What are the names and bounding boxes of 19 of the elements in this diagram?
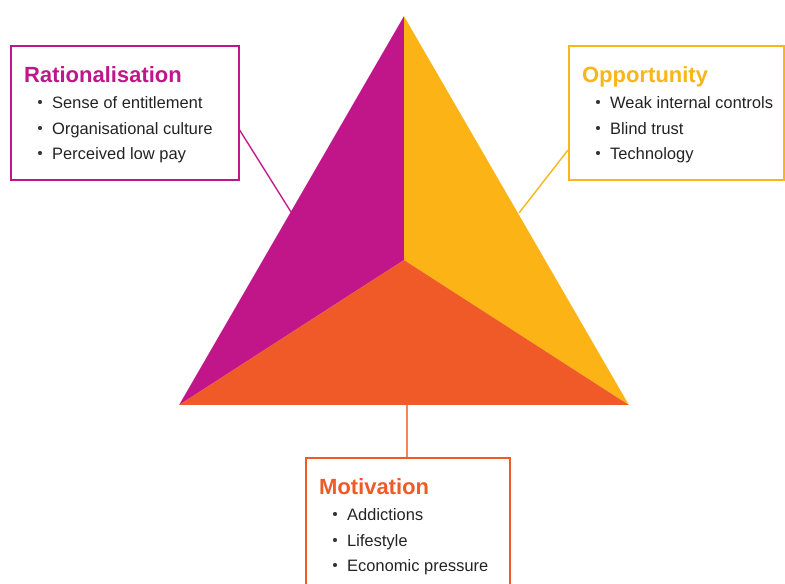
category-box [305,457,511,584]
list-item-text: Weak internal controls [610,94,773,112]
leader-line [518,150,569,214]
box-heading: Opportunity [582,61,708,89]
leader-line [238,128,292,212]
list-item-text: Addictions [347,506,424,524]
list-item-text: Sense of entitlement [52,94,202,112]
list-item-text: Organisational culture [52,120,213,138]
category-box [568,45,785,181]
category-box [10,45,240,181]
list-item-text: Technology [610,145,694,163]
leader-line [406,405,408,457]
list-item-text: Blind trust [610,120,684,138]
box-heading: Motivation [319,473,429,501]
triangle-segment [179,260,629,405]
list-item-text: Economic pressure [347,557,488,575]
list-item-text: Perceived low pay [52,145,186,163]
box-heading: Rationalisation [24,61,182,89]
list-item-text: Lifestyle [347,532,408,550]
